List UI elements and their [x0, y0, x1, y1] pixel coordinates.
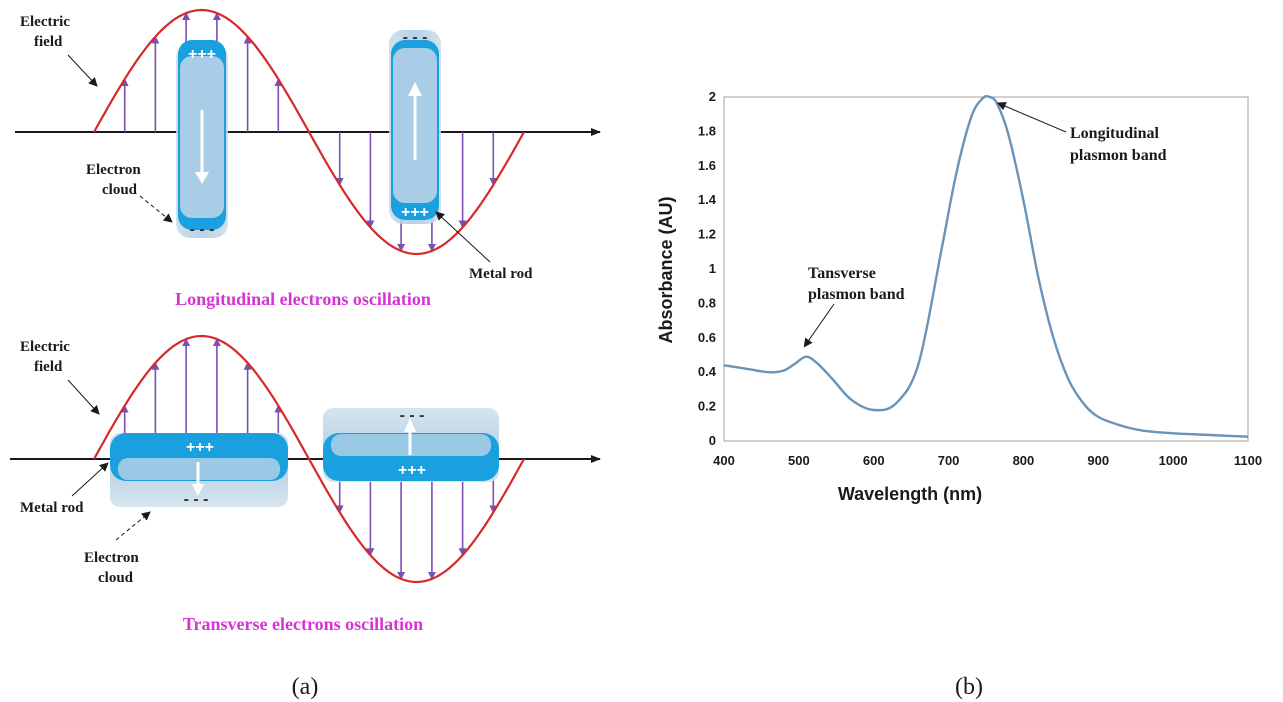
pointer-arrow [435, 211, 491, 263]
x-tick-label: 1100 [1234, 453, 1262, 468]
x-tick-label: 800 [1013, 453, 1035, 468]
metal-rod-label: Metal rod [20, 500, 84, 516]
pointer-arrow [71, 462, 109, 497]
x-tick-label: 700 [938, 453, 960, 468]
pointer-arrow [67, 54, 98, 87]
y-tick-label: 1 [709, 261, 716, 276]
metal-rod-1: +++ - - - [110, 433, 288, 508]
x-tick-label: 400 [713, 453, 735, 468]
x-tick-label: 500 [788, 453, 810, 468]
up-arrow-icon [404, 418, 416, 432]
minus-charge: - - - [400, 407, 425, 424]
y-tick-label: 0 [709, 433, 716, 448]
annotation-label: plasmon band [808, 286, 905, 303]
electron-cloud-label: cloud [98, 570, 134, 586]
longitudinal-caption: Longitudinal electrons oscillation [175, 289, 431, 309]
y-tick-label: 1.8 [698, 123, 716, 138]
minus-charge: - - - [184, 491, 209, 508]
down-arrow-icon [195, 172, 209, 184]
annotation-arrow [803, 303, 835, 348]
x-tick-label: 900 [1087, 453, 1109, 468]
y-tick-label: 2 [709, 89, 716, 104]
y-axis-title: Absorbance (AU) [656, 196, 676, 343]
longitudinal-diagram: +++ - - - - - - +++ Electric field Elect… [15, 8, 601, 309]
y-tick-label: 1.4 [698, 192, 717, 207]
y-tick-label: 1.6 [698, 158, 716, 173]
x-tick-label: 600 [863, 453, 885, 468]
annotation-label: plasmon band [1070, 147, 1167, 164]
sine-wave [93, 334, 525, 584]
plus-charge: +++ [401, 204, 429, 221]
metal-rod-1: +++ - - - [176, 40, 228, 238]
pointer-arrow [139, 195, 173, 223]
sine-wave [93, 8, 525, 256]
down-arrow-icon [192, 484, 204, 496]
annotation-label: Tansverse [808, 265, 876, 282]
pointer-arrow [67, 379, 100, 415]
plus-charge: +++ [186, 439, 214, 456]
metal-rod-label: Metal rod [469, 266, 533, 282]
plus-charge: +++ [188, 46, 216, 63]
y-tick-label: 1.2 [698, 227, 716, 242]
plot-area [723, 96, 1249, 442]
series-line [723, 95, 1249, 438]
panel-label-a: (a) [292, 674, 319, 700]
transverse-caption: Transverse electrons oscillation [183, 614, 423, 634]
y-tick-label: 0.6 [698, 330, 716, 345]
up-arrow-icon [408, 82, 422, 96]
electron-cloud-label: Electron [84, 550, 139, 566]
electric-field-label: Electric [20, 14, 70, 30]
metal-rod-2: - - - +++ [323, 407, 499, 482]
absorbance-chart: 0 0.2 0.4 0.6 0.8 1 1.2 1.4 1.6 1.8 2 400 500 600 700… [656, 89, 1262, 504]
plus-charge: +++ [398, 462, 426, 479]
x-tick-label: 1000 [1159, 453, 1188, 468]
y-tick-label: 0.2 [698, 399, 716, 414]
electric-field-label: Electric [20, 339, 70, 355]
metal-rod-2: - - - +++ [389, 29, 441, 224]
electric-field-label: field [34, 34, 63, 50]
x-axis-ticks: 400 500 600 700 800 900 1000 1100 [713, 453, 1262, 468]
pointer-arrow [115, 511, 151, 541]
y-axis-ticks: 0 0.2 0.4 0.6 0.8 1 1.2 1.4 1.6 1.8 2 [698, 89, 717, 448]
electric-field-label: field [34, 359, 63, 375]
y-tick-label: 0.8 [698, 295, 716, 310]
transverse-diagram: +++ - - - - - - +++ Electric field Metal… [10, 334, 601, 634]
minus-charge: - - - [190, 221, 215, 238]
minus-charge: - - - [403, 29, 428, 46]
annotation-label: Longitudinal [1070, 125, 1159, 142]
y-tick-label: 0.4 [698, 364, 717, 379]
x-axis-title: Wavelength (nm) [838, 484, 982, 504]
panel-label-b: (b) [955, 674, 983, 700]
electron-cloud-label: cloud [102, 182, 138, 198]
electron-cloud-label: Electron [86, 162, 141, 178]
annotation-arrow [996, 101, 1067, 133]
